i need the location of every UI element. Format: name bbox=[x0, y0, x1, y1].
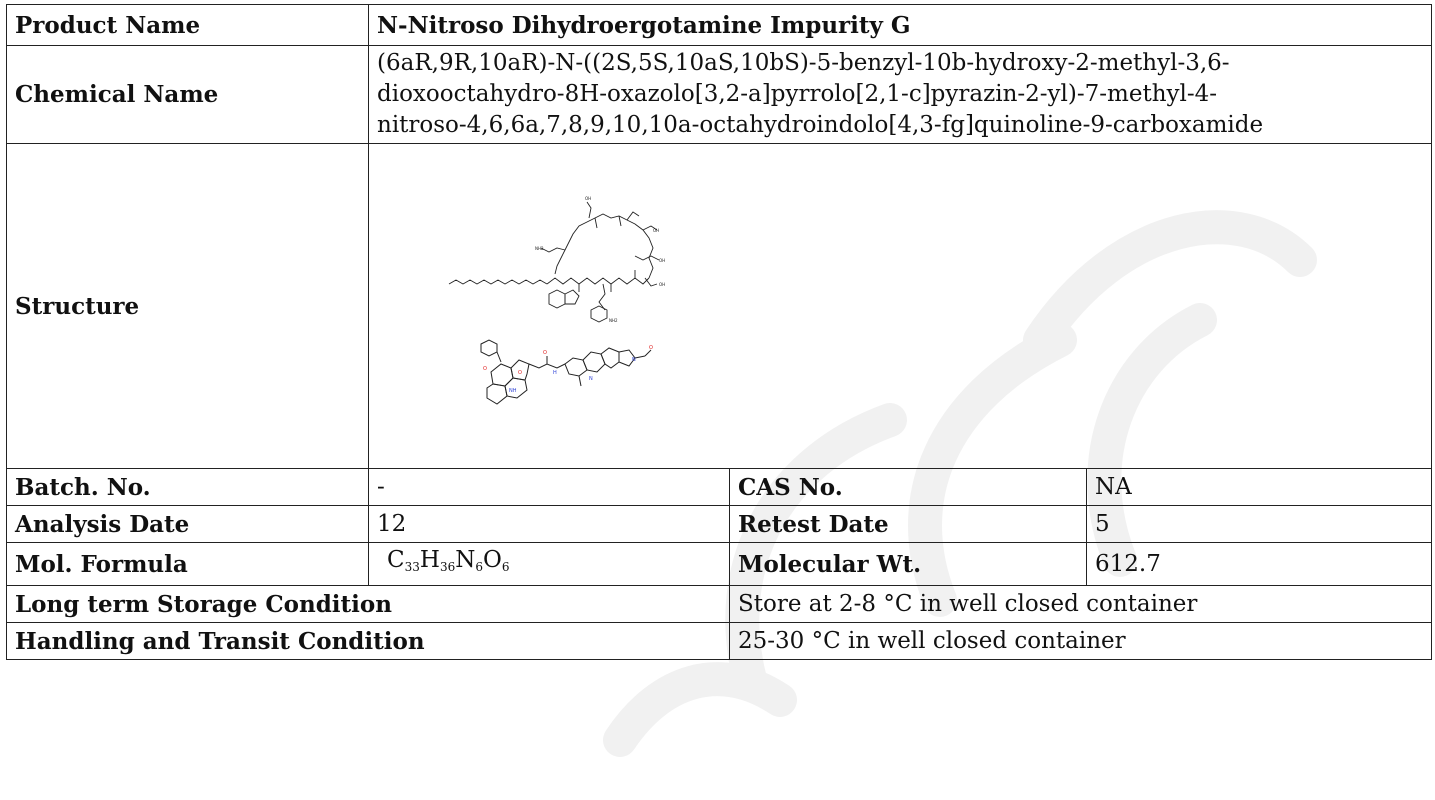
retest-date-value: 5 bbox=[1085, 505, 1433, 543]
svg-text:O: O bbox=[518, 370, 522, 376]
svg-text:NH2: NH2 bbox=[609, 318, 618, 323]
product-name-label: Product Name bbox=[6, 4, 369, 46]
molecular-weight-value: 612.7 bbox=[1085, 542, 1433, 586]
chemical-name-value: (6aR,9R,10aR)-N-((2S,5S,10aS,10bS)-5-ben… bbox=[367, 45, 1433, 144]
structure-label: Structure bbox=[6, 143, 369, 469]
svg-text:O: O bbox=[483, 366, 487, 372]
svg-text:OH: OH bbox=[653, 228, 659, 233]
storage-condition-value: Store at 2-8 °C in well closed container bbox=[728, 585, 1433, 623]
chemical-structure-image: OH NH2 OH OH OH NH2 bbox=[448, 196, 665, 405]
svg-text:N: N bbox=[589, 376, 593, 382]
svg-text:OH: OH bbox=[659, 282, 665, 287]
formula-count: 36 bbox=[439, 560, 456, 574]
mol-formula-value: C33H36N6O6 bbox=[368, 542, 730, 586]
chemical-name-line: (6aR,9R,10aR)-N-((2S,5S,10aS,10bS)-5-ben… bbox=[377, 50, 1230, 76]
cas-no-value: NA bbox=[1085, 468, 1433, 506]
analysis-date-label: Analysis Date bbox=[6, 505, 369, 543]
structure-image-cell: OH NH2 OH OH OH NH2 bbox=[367, 143, 1433, 469]
svg-text:H: H bbox=[553, 370, 557, 376]
chemical-name-label: Chemical Name bbox=[6, 45, 369, 144]
batch-no-value: - bbox=[368, 468, 730, 506]
svg-text:NH: NH bbox=[509, 388, 517, 394]
molecular-weight-label: Molecular Wt. bbox=[729, 542, 1087, 586]
formula-element: O bbox=[483, 547, 502, 573]
handling-condition-label: Handling and Transit Condition bbox=[6, 622, 730, 660]
storage-condition-label: Long term Storage Condition bbox=[6, 585, 730, 623]
formula-element: C bbox=[387, 547, 405, 573]
product-name-value: N-Nitroso Dihydroergotamine Impurity G bbox=[367, 4, 1433, 46]
formula-count: 6 bbox=[475, 560, 483, 574]
svg-text:OH: OH bbox=[585, 196, 591, 201]
chemical-name-line: dioxooctahydro-8H-oxazolo[3,2-a]pyrrolo[… bbox=[377, 81, 1218, 107]
svg-text:NH2: NH2 bbox=[535, 246, 544, 251]
formula-element: H bbox=[419, 547, 440, 573]
formula-count: 33 bbox=[404, 560, 420, 574]
svg-text:O: O bbox=[543, 350, 547, 356]
handling-condition-value: 25-30 °C in well closed container bbox=[728, 622, 1433, 660]
product-data-sheet: Product Name N-Nitroso Dihydroergotamine… bbox=[6, 4, 1433, 660]
chemical-name-line: nitroso-4,6,6a,7,8,9,10,10a-octahydroind… bbox=[377, 112, 1264, 138]
batch-no-label: Batch. No. bbox=[6, 468, 369, 506]
formula-element: N bbox=[455, 547, 476, 573]
svg-text:O: O bbox=[649, 345, 653, 351]
retest-date-label: Retest Date bbox=[729, 505, 1087, 543]
cas-no-label: CAS No. bbox=[729, 468, 1087, 506]
analysis-date-value: 12 bbox=[368, 505, 730, 543]
svg-text:N: N bbox=[632, 357, 636, 363]
mol-formula-label: Mol. Formula bbox=[6, 542, 369, 586]
formula-count: 6 bbox=[501, 560, 510, 574]
svg-text:OH: OH bbox=[659, 258, 665, 263]
